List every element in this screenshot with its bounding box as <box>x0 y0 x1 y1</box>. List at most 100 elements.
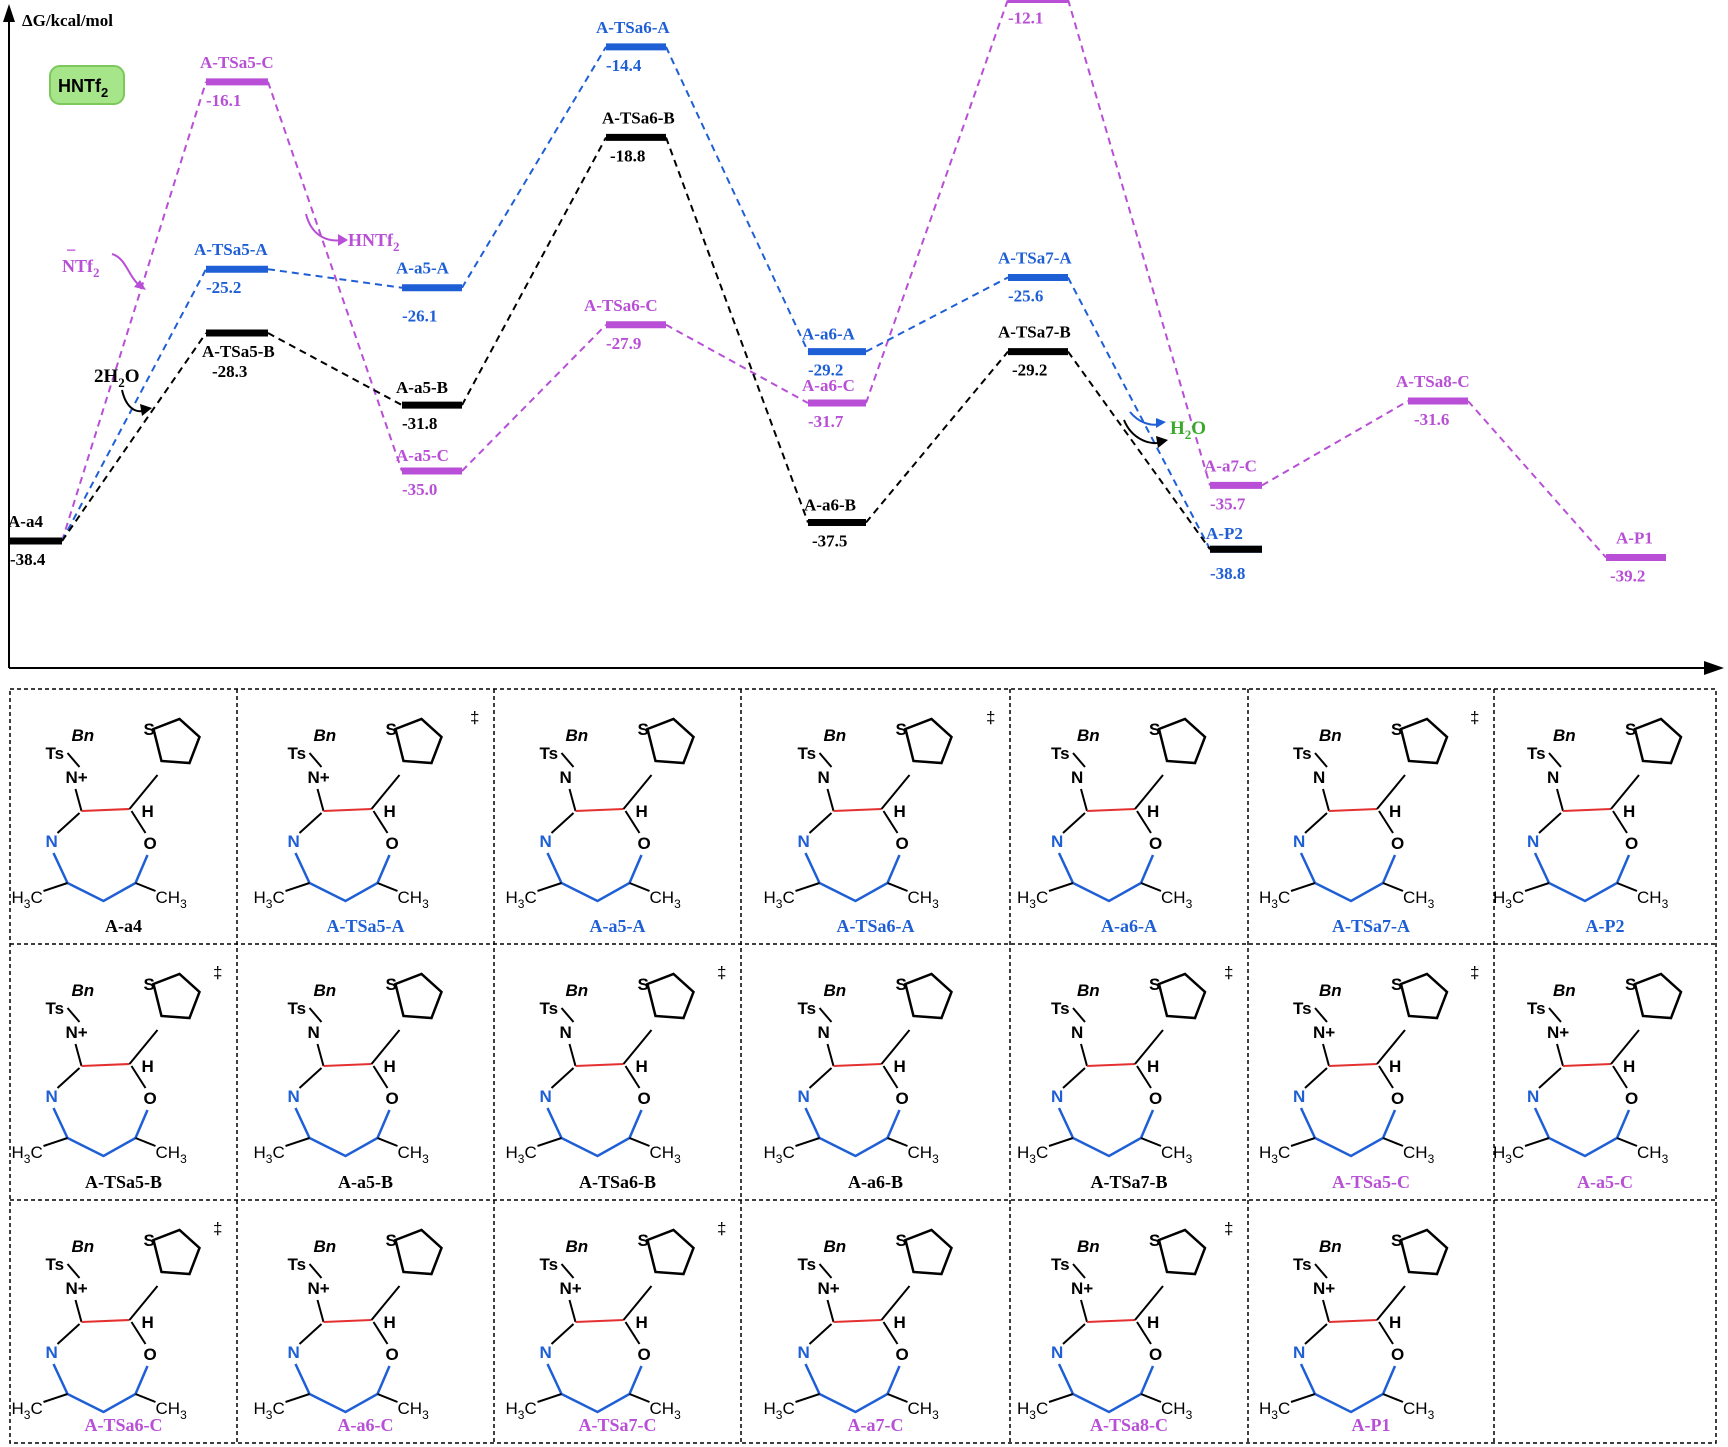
water-label: H2O <box>1170 418 1206 442</box>
aryl-bond <box>128 774 159 810</box>
methyl-right: CH3 <box>398 1143 430 1166</box>
connector-C-6 <box>1261 400 1409 487</box>
connector-A-0 <box>61 268 207 542</box>
connector-A-1 <box>267 268 403 289</box>
aryl-bond <box>880 774 911 810</box>
level-value-A-A-TSa6-A: -14.4 <box>606 56 642 75</box>
c-c-bond <box>833 808 882 812</box>
level-value-A-A-TSa7-A: -25.6 <box>1008 286 1043 305</box>
methyl-left: H3C <box>506 1399 537 1422</box>
methyl-left: H3C <box>1259 1143 1290 1166</box>
bn-group: Bn <box>1077 726 1100 745</box>
structure-caption: A-a5-B <box>338 1172 393 1192</box>
water-arrowhead <box>1156 436 1168 448</box>
ring-nitrogen: N <box>288 1087 300 1106</box>
ts-bond <box>1548 752 1562 768</box>
water-arrow-blue <box>1129 411 1161 426</box>
methyl-right-bond <box>1382 1393 1404 1403</box>
ts-group: Ts <box>1051 1255 1070 1274</box>
h-atom: H <box>1623 802 1635 821</box>
sulfur-atom: S <box>386 1231 397 1250</box>
ts-bond <box>66 752 81 768</box>
c-n-bond <box>1304 1067 1328 1089</box>
nitrogen-atom: N+ <box>818 1279 840 1298</box>
ts-mark: ‡ <box>213 963 222 982</box>
connector-lines <box>61 0 1607 559</box>
connector-C-1 <box>267 81 403 472</box>
ts-bond <box>1314 752 1328 768</box>
ring-backbone <box>546 1107 643 1158</box>
methyl-left-bond <box>1290 1137 1316 1147</box>
ts-mark: ‡ <box>213 1219 222 1238</box>
structure-caption: A-TSa7-C <box>578 1415 656 1435</box>
n-c-bond <box>1556 1043 1564 1067</box>
methyl-right-bond <box>629 882 650 892</box>
sulfur-atom: S <box>1391 1231 1402 1250</box>
ring-oxygen: O <box>896 1345 909 1364</box>
level-name-A-A-P2: A-P2 <box>1206 524 1243 543</box>
connector-A-2 <box>461 46 607 289</box>
nitrogen-atom: N <box>560 768 572 787</box>
thiophene-ring <box>1633 717 1683 765</box>
structure-caption: A-TSa7-B <box>1090 1172 1167 1192</box>
level-name-B-A-a4: A-a4 <box>8 512 43 531</box>
ts-group: Ts <box>288 1255 307 1274</box>
level-name-B-A-a5-B: A-a5-B <box>396 378 448 397</box>
level-name-A-A-TSa5-A: A-TSa5-A <box>194 240 268 259</box>
bn-group: Bn <box>72 1237 95 1256</box>
methyl-right: CH3 <box>1161 1143 1193 1166</box>
bn-group: Bn <box>1077 1237 1100 1256</box>
ring-nitrogen: N <box>46 1343 58 1362</box>
level-value-B-A-TSa7-B: -29.2 <box>1012 361 1047 380</box>
structure-caption: A-a5-A <box>590 916 646 936</box>
n-c-bond <box>1322 788 1330 812</box>
ring-backbone <box>804 1363 901 1414</box>
c-n-bond <box>1538 1067 1562 1089</box>
ts-mark: ‡ <box>1470 963 1479 982</box>
c-o-bond <box>882 810 899 834</box>
structure-caption: A-TSa6-B <box>579 1172 656 1192</box>
ts-group: Ts <box>288 744 307 763</box>
c-c-bond <box>1086 808 1136 812</box>
ts-group: Ts <box>540 744 559 763</box>
ts-bond <box>1548 1007 1562 1023</box>
aryl-bond <box>1376 1285 1406 1321</box>
methyl-left-bond <box>1290 882 1316 892</box>
methyl-right-bond <box>1382 882 1404 892</box>
thiophene-ring <box>904 972 953 1020</box>
ts-group: Ts <box>1527 999 1546 1018</box>
structure-caption: A-TSa6-A <box>836 916 914 936</box>
c-o-bond <box>882 1321 899 1345</box>
ts-group: Ts <box>46 744 65 763</box>
methyl-left: H3C <box>1493 888 1524 911</box>
thiophene-ring <box>394 972 443 1020</box>
h-atom: H <box>1389 802 1401 821</box>
methyl-left-bond <box>537 882 562 892</box>
nitrogen-atom: N+ <box>308 1279 330 1298</box>
ring-nitrogen: N <box>540 832 552 851</box>
n-c-bond <box>316 1043 325 1067</box>
water2-arrowhead <box>140 404 152 416</box>
ring-oxygen: O <box>386 1345 399 1364</box>
ring-oxygen: O <box>1149 834 1162 853</box>
methyl-right-bond <box>1616 1137 1638 1147</box>
catalyst-badge-box <box>49 65 125 105</box>
level-name-B-A-TSa7-B: A-TSa7-B <box>998 323 1071 342</box>
ring-nitrogen: N <box>540 1087 552 1106</box>
c-c-bond <box>1328 1063 1378 1067</box>
ts-bond <box>308 1007 323 1023</box>
connector-A-5 <box>1067 276 1211 550</box>
c-c-bond <box>323 1063 372 1067</box>
ts-bond <box>560 1263 575 1279</box>
h-atom: H <box>384 802 396 821</box>
ring-oxygen: O <box>386 1089 399 1108</box>
c-o-bond <box>624 810 641 834</box>
methyl-left: H3C <box>254 1143 285 1166</box>
level-value-A-A-a5-A: -26.1 <box>402 307 437 326</box>
methyl-left-bond <box>285 1393 310 1403</box>
